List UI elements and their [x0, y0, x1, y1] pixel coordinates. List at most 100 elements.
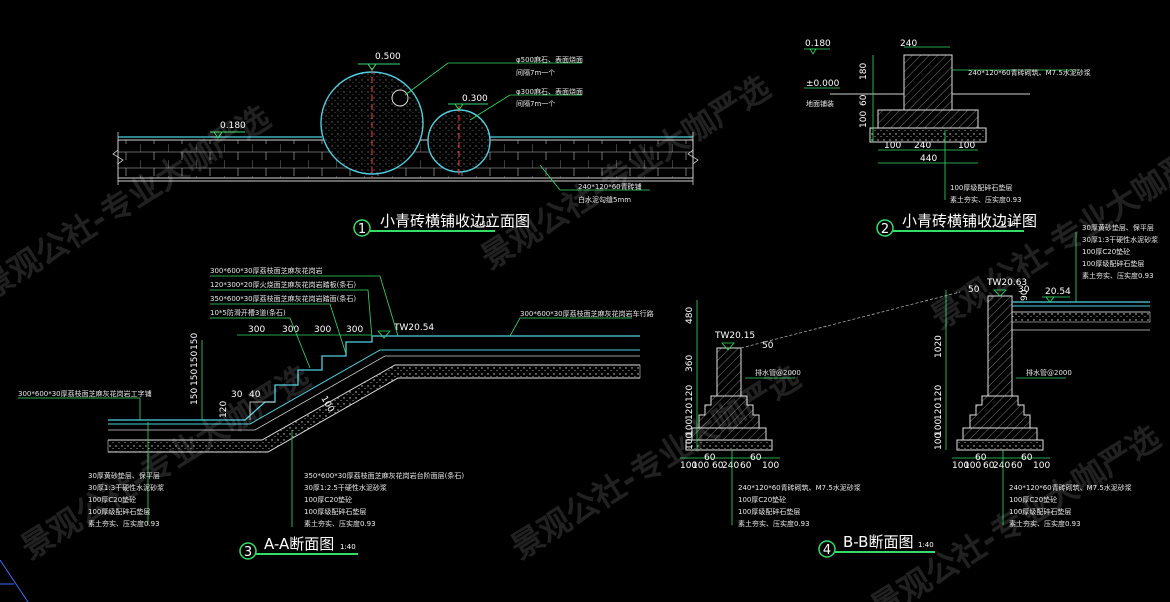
- sa-top-label-1: 300*600*30厚荔枝面芝麻灰花岗岩: [210, 266, 323, 275]
- sa-riser-1: 150: [190, 388, 200, 405]
- sb-right-note-3: 100厚级配碎石垫层: [1009, 507, 1071, 516]
- sb-scale: 1:40: [918, 541, 934, 549]
- sb-right-h-8: 100: [1033, 461, 1050, 471]
- sa-riser-4: 150: [190, 333, 200, 350]
- sa-right-note-5: 素土夯实、压实度0.93: [304, 519, 376, 528]
- sa-scale: 1:40: [340, 543, 356, 551]
- sa-tw-level: TW20.54: [393, 323, 434, 333]
- level-big-ball: 0.500: [375, 52, 401, 62]
- sb-right-h-7: 60: [1021, 453, 1033, 463]
- section-a-title: 3 A-A断面图 1:40: [239, 535, 358, 560]
- sb-left-v-100a: 100: [685, 419, 695, 436]
- detail-dim-180: 180: [859, 63, 869, 80]
- note-small-ball-2: 间隔7m一个: [516, 99, 555, 108]
- sb-left-h-6: 60: [740, 461, 752, 471]
- sb-left-note-2: 100厚C20垫砼: [738, 495, 786, 504]
- sb-left-h-3: 60: [704, 453, 716, 463]
- sb-left-v-100b: 100: [685, 433, 695, 450]
- corner-marker: [0, 559, 29, 602]
- level-ground-elev: 0.180: [220, 121, 246, 131]
- note-brick-2: 白水泥勾缝5mm: [578, 195, 631, 204]
- sb-right-h-1: 100: [952, 461, 969, 471]
- detail-dim-b1: 100: [884, 141, 901, 151]
- sa-right-label: 300*600*30厚荔枝面芝麻灰花岗岩车行路: [520, 309, 654, 318]
- detail-drawing: 240 180 60 100 0.180 ±0.000 地面铺装 100 240…: [804, 39, 1091, 204]
- detail-dim-b3: 100: [958, 141, 975, 151]
- detail-note-brick: 240*120*60青砖砌筑、M7.5水泥砂浆: [968, 68, 1091, 77]
- sa-right-note-3: 100厚C20垫砼: [304, 495, 352, 504]
- sa-riser-2: 150: [190, 369, 200, 386]
- sa-right-note-2: 30厚1:2.5干硬性水泥砂浆: [304, 483, 387, 492]
- detail-level-top: 0.180: [805, 39, 831, 49]
- sb-right-v-120a: 120: [934, 385, 944, 402]
- sb-right-v-100a: 100: [934, 419, 944, 436]
- sb-tr-note-5: 素土夯实、压实度0.93: [1082, 271, 1154, 280]
- detail-dim-b2: 240: [914, 141, 931, 151]
- sb-dim-30: 30: [1018, 285, 1030, 295]
- detail-dim-100: 100: [859, 111, 869, 128]
- sb-right-note-2: 100厚C20垫砼: [1009, 495, 1057, 504]
- sb-right-h-6: 60: [1011, 461, 1023, 471]
- sa-dim-30: 30: [231, 390, 243, 400]
- sa-title-text: A-A断面图: [264, 535, 334, 553]
- sa-dim-40: 40: [249, 390, 261, 400]
- sb-tr-note-1: 30厚黄砂垫层、保平层: [1082, 223, 1154, 232]
- sb-left-h-2: 100: [692, 461, 709, 471]
- sb-right-h-4: 60: [983, 461, 995, 471]
- note-brick-1: 240*120*60青砖铺: [578, 182, 642, 191]
- sb-left-h-5: 240: [722, 461, 739, 471]
- sa-step-dim-4: 300: [346, 325, 363, 335]
- sb-tw-right: TW20.63: [986, 278, 1027, 288]
- section-a-drawing: 300 300 300 300 150 150 150 150 30 40 12…: [18, 266, 654, 528]
- sa-riser-3: 150: [190, 351, 200, 368]
- sb-level-right: 20.54: [1045, 287, 1071, 297]
- sb-right-h-5: 240: [993, 461, 1010, 471]
- elevation-title-text: 小青砖横铺收边立面图: [380, 212, 530, 230]
- detail-note-base: 100厚级配碎石垫层: [950, 183, 1012, 192]
- level-small-ball: 0.300: [462, 94, 488, 104]
- sb-right-note-4: 素土夯实、压实度0.93: [1009, 519, 1081, 528]
- sb-left-v-480: 480: [685, 307, 695, 324]
- elevation-scale: 1:10: [475, 220, 491, 228]
- sb-dim-50-right: 50: [968, 285, 980, 295]
- sb-right-note-1: 240*120*60青砖砌筑、M7.5水泥砂浆: [1009, 483, 1132, 492]
- sa-top-label-4: 10*5防滑开槽3道(条石): [210, 308, 286, 317]
- sb-left-note-4: 素土夯实、压实度0.93: [738, 519, 810, 528]
- sb-dim-50-left: 50: [762, 341, 774, 351]
- detail-level-ground: 地面铺装: [806, 99, 834, 108]
- sb-right-h-3: 60: [975, 453, 987, 463]
- detail-dim-top: 240: [900, 39, 917, 49]
- sb-left-h-4: 60: [712, 461, 724, 471]
- sb-left-h-1: 100: [680, 461, 697, 471]
- sb-dim-90: 90: [1020, 289, 1030, 301]
- sa-right-note-1: 350*600*30厚荔枝面芝麻灰花岗岩台阶面层(条石): [304, 471, 464, 480]
- sb-left-v-360: 360: [685, 355, 695, 372]
- sa-left-note-2: 30厚1:3干硬性水泥砂浆: [88, 483, 164, 492]
- detail-note-soil: 素土夯实、压实度0.93: [950, 195, 1022, 204]
- sb-title-text: B-B断面图: [843, 533, 913, 551]
- sa-top-label-2: 120*300*20厚火烧面芝麻灰花岗岩踏板(条石): [210, 280, 356, 289]
- sb-left-h-7: 60: [750, 453, 762, 463]
- section-b-title: 4 B-B断面图 1:40: [818, 533, 935, 558]
- elevation-drawing: 0.500 0.300 0.180 φ500麻石、表面烧面 间隔7m一个 φ30…: [112, 52, 699, 204]
- sb-drain-left: 排水管@2000: [755, 368, 801, 377]
- sa-step-dim-2: 300: [282, 325, 299, 335]
- sb-left-note-1: 240*120*60青砖砌筑、M7.5水泥砂浆: [738, 483, 861, 492]
- detail-dim-60: 60: [859, 94, 869, 106]
- sb-right-h-2: 100: [964, 461, 981, 471]
- sa-right-note-4: 100厚级配碎石垫层: [304, 507, 366, 516]
- sb-tr-note-3: 100厚C20垫砼: [1082, 247, 1130, 256]
- sa-step-dim-3: 300: [314, 325, 331, 335]
- elevation-title: 1 小青砖横铺收边立面图 1:10: [353, 212, 530, 237]
- sa-left-label: 300*600*30厚荔枝面芝麻灰花岗岩工字铺: [18, 389, 152, 398]
- note-small-ball-1: φ300麻石、表面烧面: [516, 87, 583, 96]
- watermark-1: 景观公社-专业大咖严选: [0, 98, 277, 307]
- sb-number: 4: [823, 543, 831, 558]
- sa-left-note-3: 100厚C20垫砼: [88, 495, 136, 504]
- sa-left-note-4: 100厚级配碎石垫层: [88, 507, 150, 516]
- section-b-right-drawing: TW20.63 20.54 50 30 90 1020 120 120 100 …: [934, 223, 1158, 528]
- sb-right-v-120b: 120: [934, 403, 944, 420]
- sb-tr-note-4: 100厚级配碎石垫层: [1082, 259, 1144, 268]
- sb-right-v-100b: 100: [934, 433, 944, 450]
